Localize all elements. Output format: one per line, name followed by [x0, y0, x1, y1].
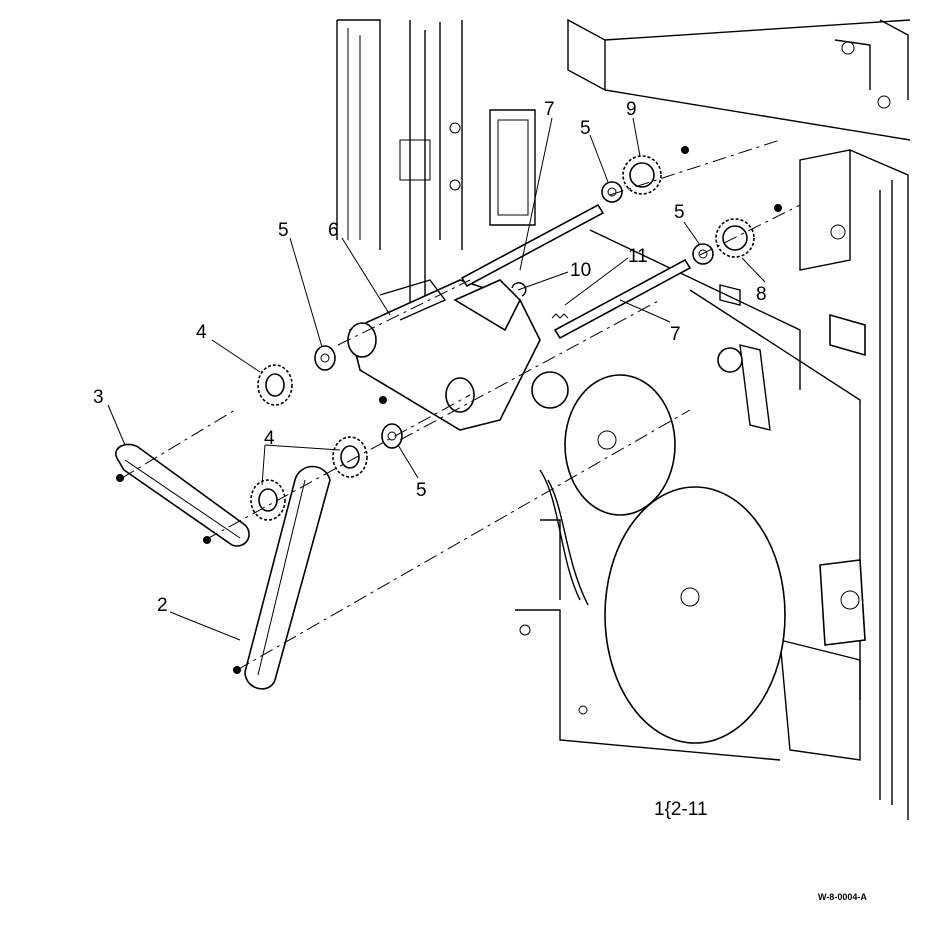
shaft-lower-7	[553, 258, 692, 340]
callout-5-top: 5	[580, 118, 591, 139]
callout-5-right: 5	[674, 202, 685, 223]
callout-11: 11	[628, 246, 648, 267]
callout-5-left: 5	[278, 220, 289, 241]
callouts: 7 5 9 5 5 6 11 10 8 7 4 3 4 5 2	[93, 99, 767, 616]
alignment-lines	[116, 139, 801, 674]
callout-4-mid: 4	[264, 428, 275, 449]
document-id: W-8-0004-A	[818, 892, 867, 902]
gear-9	[622, 155, 662, 195]
callout-2: 2	[157, 595, 168, 616]
clip-10	[511, 282, 527, 297]
callout-3: 3	[93, 387, 104, 408]
callout-7-upper: 7	[544, 99, 555, 120]
leader-lines	[107, 117, 766, 641]
callout-6: 6	[328, 220, 339, 241]
callout-10: 10	[570, 260, 591, 281]
pulley-4-mid	[332, 436, 368, 478]
belt-3	[115, 443, 250, 547]
bearing-5-top	[601, 181, 623, 203]
callout-7-lower: 7	[670, 324, 681, 345]
callout-5-lower: 5	[416, 480, 427, 501]
callout-8: 8	[756, 284, 767, 305]
machine-frame	[336, 18, 911, 820]
bracket-assembly-6	[347, 279, 569, 431]
pulley-4-low	[250, 479, 286, 521]
pulley-4-top	[257, 364, 293, 406]
belt-2	[244, 465, 331, 690]
callout-4-top: 4	[196, 322, 207, 343]
bearing-5-left	[314, 345, 336, 371]
figure-id: 1{2-11	[654, 799, 708, 820]
bearing-5-lower	[381, 423, 403, 449]
callout-9: 9	[626, 99, 637, 120]
spring-11	[551, 313, 569, 319]
drive-disc	[539, 374, 786, 744]
shaft-upper-7	[460, 203, 605, 288]
